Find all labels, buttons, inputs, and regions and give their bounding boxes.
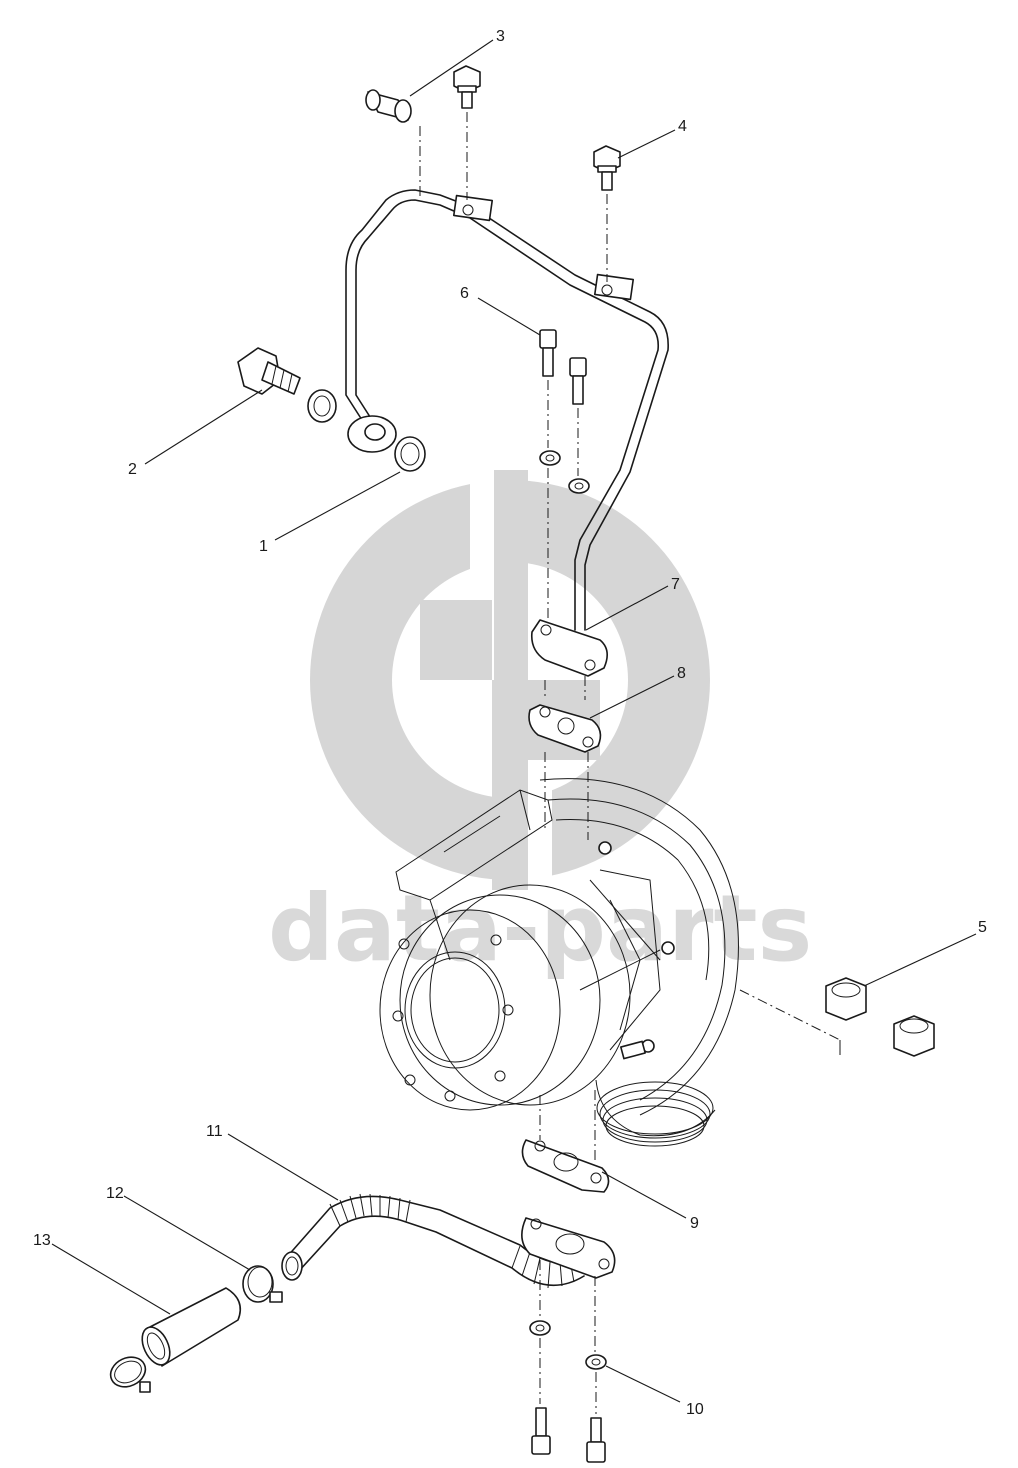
- drain-gasket: [521, 1139, 610, 1193]
- drain-screw-washer-left: [529, 1320, 551, 1336]
- callout-2: 2: [128, 461, 137, 478]
- callout-13: 13: [33, 1232, 51, 1249]
- drain-screw-right: [586, 1417, 606, 1463]
- watermark-text: data-parts: [268, 875, 812, 982]
- callout-3: 3: [496, 28, 505, 45]
- hose-clamp-upper: [242, 1265, 283, 1303]
- callout-1: 1: [259, 538, 268, 555]
- callout-10: 10: [686, 1401, 704, 1418]
- callout-12: 12: [106, 1185, 124, 1202]
- socket-screw-upper-a: [539, 329, 561, 620]
- oil-drain-pipe: [281, 1193, 616, 1289]
- sealing-washer-b: [394, 436, 426, 472]
- callout-7: 7: [671, 576, 680, 593]
- flange-bolt-top-right: [593, 145, 621, 282]
- callout-9: 9: [690, 1215, 699, 1232]
- callout-8: 8: [677, 665, 686, 682]
- oil-feed-pipe: [345, 189, 669, 677]
- hose-clamp-lower: [109, 1356, 151, 1393]
- flange-bolt-top-left: [453, 65, 481, 200]
- callout-5: 5: [978, 919, 987, 936]
- hex-nut-b: [893, 1015, 935, 1057]
- turbocharger-outline: [379, 778, 739, 1147]
- drain-screw-left: [531, 1407, 551, 1455]
- callout-4: 4: [678, 118, 687, 135]
- drain-screw-washer-right: [585, 1354, 607, 1370]
- hex-nut-a: [825, 977, 867, 1021]
- callouts: 3 4 6 2 1 7 8 5 11 12 9 13 10: [33, 28, 987, 1418]
- drain-pipe-corrugations: [329, 1193, 575, 1289]
- rubber-hose: [141, 1287, 242, 1367]
- callout-11: 11: [206, 1123, 223, 1140]
- sealing-washer-a: [307, 389, 337, 423]
- socket-screw-upper-b: [568, 357, 590, 494]
- pipe-sleeve: [365, 89, 421, 196]
- callout-6: 6: [460, 285, 469, 302]
- watermark-logo: [310, 470, 710, 890]
- banjo-bolt: [237, 347, 301, 395]
- flange-gasket-upper: [528, 704, 602, 753]
